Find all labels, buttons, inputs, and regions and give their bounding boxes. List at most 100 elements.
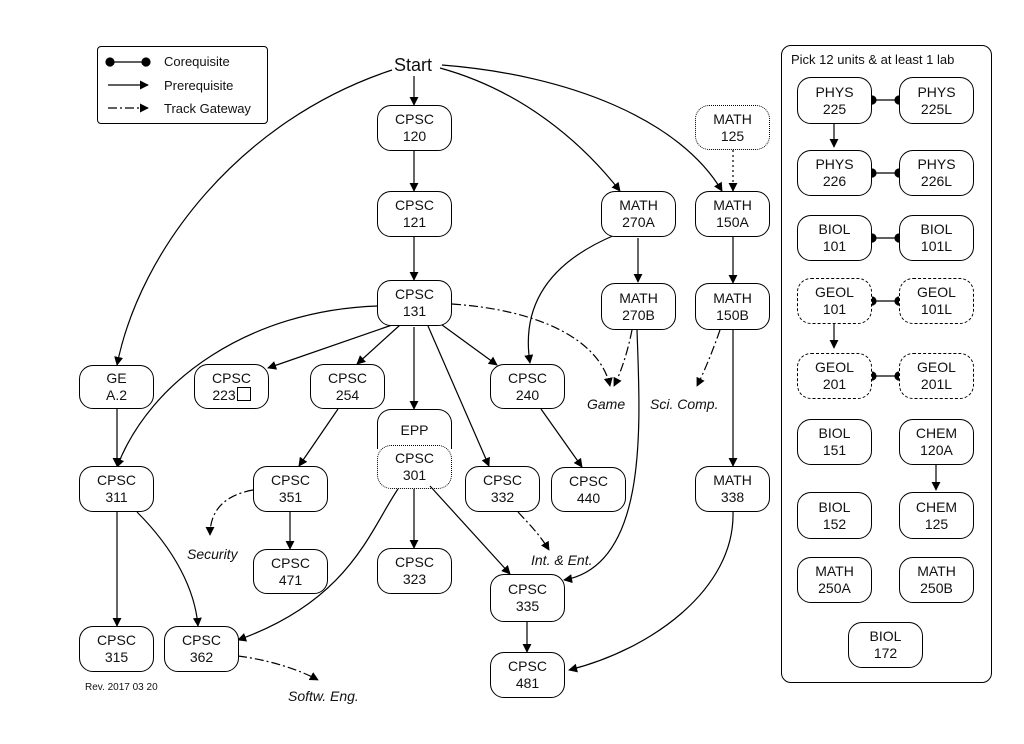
- node-line: MATH: [713, 110, 752, 127]
- node-line: 101L: [920, 301, 953, 317]
- start-label: Start: [394, 55, 433, 75]
- node-line: 351: [278, 489, 303, 505]
- node-line: 120A: [920, 442, 953, 458]
- edge-311-362: [136, 511, 202, 627]
- node-line: 250A: [818, 580, 851, 596]
- gateway-131-game: [451, 303, 613, 387]
- revision-label: Rev. 2017 03 20: [85, 682, 158, 693]
- edge-131-254: [356, 324, 401, 365]
- edge-131-332: [427, 325, 490, 467]
- node-line: A.2: [105, 387, 127, 403]
- node-line: 240: [515, 386, 540, 403]
- track-softw-eng: Softw. Eng.: [288, 688, 359, 704]
- node-line: PHYS: [917, 156, 956, 172]
- node-line: CPSC: [395, 111, 434, 127]
- node-line: GEOL: [815, 284, 854, 300]
- node-line: BIOL: [920, 221, 953, 237]
- gateway-362-softweng: [237, 655, 319, 681]
- node-line: 131: [402, 303, 427, 319]
- edge-301-362: [237, 488, 399, 642]
- node-line: CPSC: [483, 472, 522, 488]
- node-line: 250B: [920, 580, 953, 596]
- node-line: BIOL: [818, 221, 851, 237]
- edge-start-math150a: [441, 64, 723, 192]
- edge-start-gea2: [114, 69, 393, 366]
- node-line: 315: [104, 649, 129, 665]
- legend: Corequisite Prerequisite Track Gateway: [97, 46, 268, 124]
- node-line: MATH: [619, 197, 658, 213]
- node-line: GEOL: [917, 359, 956, 375]
- node-line: CPSC: [508, 658, 547, 674]
- node-line: BIOL: [818, 425, 851, 441]
- edge-270a-240: [524, 234, 616, 364]
- node-line: 125: [720, 127, 745, 144]
- node-line: EPP: [400, 422, 429, 438]
- node-line: 101L: [920, 238, 953, 254]
- gateway-332-intent: [517, 511, 550, 551]
- node-line: BIOL: [818, 498, 851, 515]
- node-line: CPSC: [569, 472, 608, 489]
- node-line: CPSC: [271, 554, 310, 571]
- node-line: PHYS: [815, 156, 854, 172]
- node-line: CPSC: [212, 369, 251, 386]
- node-line: 311: [105, 489, 128, 505]
- edge-start-math270a: [439, 67, 621, 192]
- node-line: 332: [490, 489, 515, 505]
- node-line: 335: [515, 598, 540, 614]
- node-line: CPSC: [395, 554, 434, 570]
- edge-254-351: [298, 408, 339, 467]
- panel-title: Pick 12 units & at least 1 lab: [791, 52, 955, 67]
- gateway-150b-scicomp: [696, 329, 721, 387]
- node-line: 362: [189, 649, 214, 665]
- track-game: Game: [587, 396, 626, 412]
- node-line: 201L: [920, 376, 953, 392]
- legend-corequisite: Corequisite: [164, 54, 230, 69]
- node-line: 225L: [920, 100, 953, 117]
- track-sci-comp: Sci. Comp.: [650, 396, 719, 412]
- node-line: CPSC: [395, 450, 434, 466]
- node-line: CPSC: [395, 286, 434, 302]
- legend-gateway: Track Gateway: [164, 101, 251, 116]
- node-line: CPSC: [97, 472, 136, 488]
- node-line: PHYS: [917, 83, 956, 100]
- legend-prerequisite: Prerequisite: [164, 78, 234, 93]
- node-line: 270B: [622, 306, 655, 323]
- node-line: CPSC: [395, 197, 434, 213]
- node-line: MATH: [713, 197, 752, 213]
- gateway-270b-game: [613, 329, 633, 387]
- node-line: 223: [212, 386, 251, 404]
- node-line: 338: [720, 489, 745, 505]
- node-line: MATH: [713, 289, 752, 306]
- node-line: 226: [822, 173, 847, 189]
- node-line: 481: [515, 675, 540, 691]
- node-line: MATH: [815, 563, 854, 579]
- node-line: 101: [822, 301, 847, 317]
- node-line: CPSC: [271, 472, 310, 488]
- node-line: GE: [106, 370, 127, 386]
- edge-131-311: [115, 305, 379, 468]
- edge-270b-335: [563, 329, 640, 584]
